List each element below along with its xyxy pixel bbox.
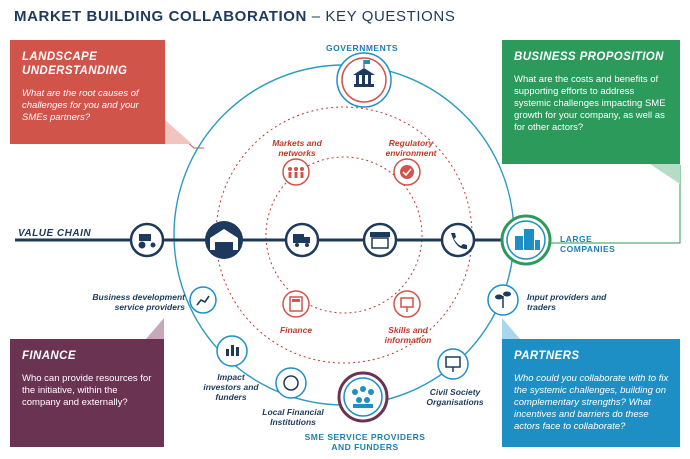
impact-label: Impact investors and funders [203,372,259,402]
finance-box: FINANCE Who can provide resources for th… [10,339,164,447]
presentation-icon [393,290,421,318]
shop-icon [362,222,398,258]
business-connector [535,165,681,244]
markets-label: Markets and networks [272,138,322,158]
finance-pointer [146,318,164,339]
finance-text: Who can provide resources for the initia… [22,373,152,408]
board-icon [437,348,469,380]
finance-inner-label: Finance [279,325,313,335]
skills-label: Skills and information [384,325,432,345]
governments-label: GOVERNMENTS [326,43,399,53]
large-companies-label: LARGE COMPANIES [560,234,616,254]
landscape-pointer [165,120,192,144]
page-title: MARKET BUILDING COLLABORATION – KEY QUES… [14,8,456,25]
sme-service-label: SME SERVICE PROVIDERS AND FUNDERS [304,432,426,452]
checkmark-icon [393,158,421,186]
business-pointer [650,164,680,184]
business-text: What are the costs and benefits of suppo… [514,74,666,133]
inner-ring [265,156,423,314]
phone-tools-icon [440,222,476,258]
bar-chart-icon [216,335,248,367]
partners-text: Who could you collaborate with to fix th… [514,373,669,432]
people-icon [282,158,310,186]
warehouse-icon [205,221,243,259]
value-chain-label: VALUE CHAIN [18,228,92,239]
plant-icon [487,284,519,316]
partners-box: PARTNERS Who could you collaborate with … [502,339,680,447]
civil-label: Civil Society Organisations [426,387,484,407]
group-icon [337,371,389,423]
partners-heading: PARTNERS [514,350,580,362]
business-box: BUSINESS PROPOSITION What are the costs … [502,40,680,164]
government-building-icon [336,52,392,108]
input-label: Input providers and traders [527,292,607,312]
office-buildings-icon [500,214,552,266]
truck-icon [284,222,320,258]
landscape-heading: LANDSCAPE UNDERSTANDING [22,51,128,77]
landscape-box: LANDSCAPE UNDERSTANDING What are the roo… [10,40,165,144]
regulatory-label: Regulatory environment [385,138,437,158]
landscape-text: What are the root causes of challenges f… [22,88,139,123]
bds-label: Business development service providers [92,292,185,312]
tractor-icon [129,222,165,258]
business-heading: BUSINESS PROPOSITION [514,51,664,63]
growth-chart-icon [189,286,217,314]
coin-icon [275,367,307,399]
partners-pointer [502,318,520,339]
calculator-icon [282,290,310,318]
finance-heading: FINANCE [22,350,76,362]
local-label: Local Financial Institutions [262,407,324,427]
